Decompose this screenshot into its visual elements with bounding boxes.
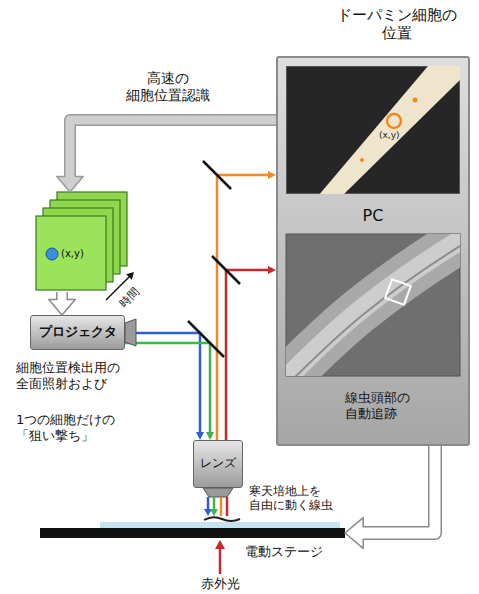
annotation: 細胞位置検出用の 全面照射および <box>16 360 151 391</box>
pc-panel: ドーパミン細胞の 位置PC(x,y) <box>276 56 470 446</box>
arrow-head <box>268 266 276 274</box>
connector <box>125 333 214 440</box>
light-beam <box>226 497 229 516</box>
infrared-head <box>215 540 225 549</box>
beam-head <box>210 509 218 516</box>
position-label: (x,y) <box>379 130 419 141</box>
arrow-shaft <box>70 120 276 178</box>
panel-heading: ドーパミン細胞の 位置 <box>332 6 462 42</box>
motorized-stage: 電動ステージ <box>40 528 345 538</box>
arrow-head <box>268 171 276 179</box>
position-label: (x,y) <box>61 248 101 260</box>
edge-label: 線虫頭部の 自動追跡 <box>345 390 445 421</box>
light-path <box>217 175 268 440</box>
infrared-arrow <box>219 548 222 574</box>
screen-image: (x,y) <box>286 66 460 194</box>
axis-label: 時間 <box>117 283 145 311</box>
node-title: 電動ステージ <box>245 544 345 560</box>
beam-head <box>204 509 212 516</box>
light-path <box>125 343 210 432</box>
mirror <box>212 256 240 284</box>
arrow-shaft-outline <box>70 120 276 176</box>
edge-label: 高速の 細胞位置認識 <box>118 70 218 104</box>
light-beam <box>220 497 223 516</box>
arrow-head <box>206 432 214 440</box>
node-title: プロジェクタ <box>31 324 124 340</box>
light-beam <box>207 497 210 510</box>
connector <box>226 266 276 440</box>
mirror <box>188 321 224 357</box>
annotation: 赤外光 <box>195 576 245 592</box>
lens-box: レンズ <box>193 440 243 488</box>
arrow-shaft <box>362 446 435 533</box>
light-path <box>125 333 200 432</box>
node-title: レンズ <box>194 456 242 470</box>
time-arrow-head <box>126 272 134 280</box>
arrow-shaft <box>58 292 67 301</box>
arrow-head <box>196 432 204 440</box>
light-beam <box>213 497 216 510</box>
projector-box: プロジェクタ <box>30 315 125 350</box>
light-path <box>226 270 268 440</box>
connector <box>217 171 276 440</box>
annotation: 1つの細胞だけの 「狙い撃ち」 <box>16 412 151 443</box>
projector-lens <box>125 319 136 346</box>
image-frame <box>36 216 106 290</box>
arrow-shaft-outline <box>56 292 68 299</box>
pc-label: PC <box>278 206 468 225</box>
arrow-head <box>49 299 75 315</box>
mirror <box>203 161 231 189</box>
cell-marker <box>46 248 58 260</box>
annotation: 寒天培地上を 自由に動く線虫 <box>249 484 349 513</box>
connector <box>345 446 435 548</box>
arrow-shaft-outline <box>363 446 435 533</box>
arrow-head <box>345 518 363 549</box>
objective-tip <box>203 488 233 497</box>
image-stack: (x,y) <box>35 192 128 292</box>
worm <box>204 517 240 521</box>
stack-outline <box>35 192 128 292</box>
arrow-head <box>57 176 83 192</box>
connector <box>49 292 75 315</box>
connector <box>57 120 276 192</box>
